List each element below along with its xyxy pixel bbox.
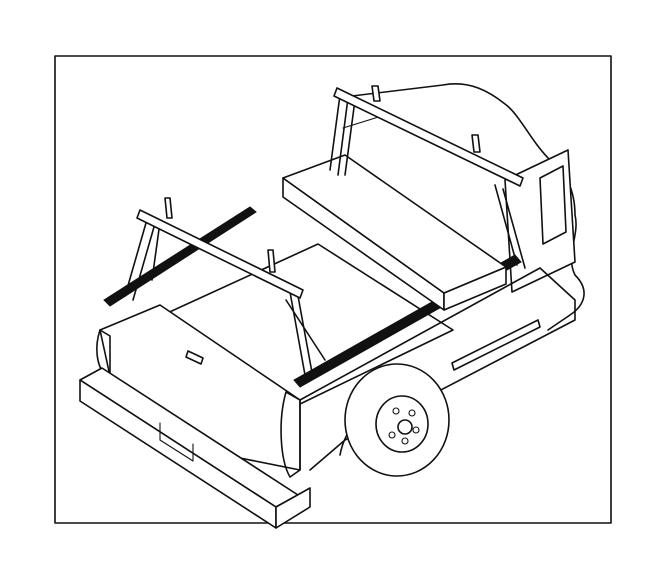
front-rack-left-load-stop <box>371 85 381 102</box>
lug-nut <box>388 431 396 439</box>
tire <box>344 363 450 477</box>
left-bed-rail <box>103 206 257 307</box>
right-taillight <box>280 391 301 478</box>
bumper-side <box>275 487 311 529</box>
side-molding <box>451 319 541 371</box>
lug-nut <box>392 407 400 415</box>
rear-rack-right-leg <box>285 291 326 379</box>
lug-nut <box>412 426 420 434</box>
wheel <box>344 363 450 477</box>
tailgate-handle <box>185 350 204 365</box>
rear-ladder-rack <box>124 197 326 379</box>
rear-rack-left-load-stop <box>164 197 173 219</box>
side-panel <box>299 267 576 471</box>
cab-back-panel <box>504 149 576 293</box>
bumper-step <box>159 422 194 462</box>
front-rack-left-leg <box>329 94 356 176</box>
truck-bed <box>79 243 576 529</box>
rear-rack-crossbar <box>136 209 304 299</box>
crossbed-toolbox <box>282 154 507 311</box>
wheel-hub <box>397 419 413 435</box>
toolbox-lid <box>282 154 507 294</box>
rear-rack-left-leg <box>124 215 161 301</box>
front-rack-right-leg <box>494 184 526 269</box>
lug-nut <box>401 437 409 445</box>
lug-nuts <box>388 407 420 445</box>
front-rack-right-load-stop <box>471 134 481 153</box>
front-rack-crossbar <box>333 87 524 187</box>
rear-rack-right-load-stop <box>267 249 276 273</box>
illustration-frame <box>54 55 612 524</box>
wheel-rim <box>375 395 429 453</box>
cab-window <box>539 165 567 245</box>
front-ladder-rack <box>329 85 526 269</box>
lug-nut <box>408 409 416 417</box>
